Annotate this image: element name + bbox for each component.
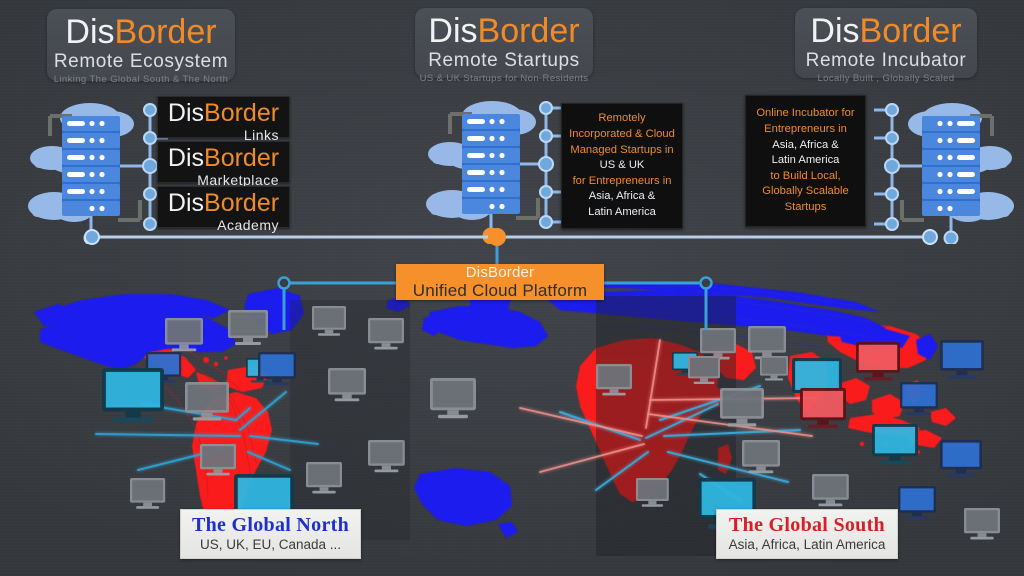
panel-line: US & UK bbox=[599, 159, 645, 172]
region-label-global-south[interactable]: The Global South Asia, Africa, Latin Ame… bbox=[716, 509, 898, 559]
server-rack-icon bbox=[62, 116, 120, 216]
wordmark-border: Border bbox=[114, 13, 217, 51]
connector-node-icon bbox=[884, 103, 959, 244]
connector-node-icon bbox=[538, 101, 554, 229]
product-card-links[interactable]: DisBorder Links bbox=[157, 96, 290, 143]
brand-wordmark-ecosystem: DisBorder bbox=[47, 13, 235, 51]
brand-plate-incubator[interactable]: DisBorder Remote Incubator Locally Built… bbox=[795, 8, 977, 84]
bracket-decor bbox=[48, 114, 142, 222]
brand-subtitle-ecosystem: Remote Ecosystem bbox=[53, 51, 229, 72]
wordmark-dis: Dis bbox=[428, 12, 478, 50]
card-wordmark-links: DisBorder bbox=[158, 97, 289, 127]
region-title-south: The Global South bbox=[729, 514, 885, 536]
card-wordmark-marketplace: DisBorder bbox=[158, 142, 289, 172]
panel-line: Incorporated & Cloud bbox=[569, 128, 675, 141]
server-rack-icon bbox=[922, 116, 980, 216]
panel-line: Online Incubator for bbox=[756, 107, 855, 120]
card-wordmark-academy: DisBorder bbox=[158, 187, 289, 217]
banner-line-1: DisBorder bbox=[465, 263, 535, 281]
panel-line: Globally Scalable bbox=[762, 185, 849, 198]
backbone-node-right-icon bbox=[922, 229, 938, 245]
card-label-academy: Academy bbox=[217, 217, 279, 233]
wordmark-dis: Dis bbox=[65, 13, 115, 51]
server-rack-icon bbox=[462, 114, 520, 214]
wordmark-dis: Dis bbox=[167, 99, 205, 127]
brand-wordmark-incubator: DisBorder bbox=[795, 12, 977, 50]
region-subtitle-north: US, UK, EU, Canada ... bbox=[199, 537, 342, 552]
brand-plate-startups[interactable]: DisBorder Remote Startups US & UK Startu… bbox=[415, 8, 593, 84]
card-label-links: Links bbox=[243, 127, 279, 143]
panel-line: to Build Local, bbox=[770, 169, 841, 182]
info-panel-incubator[interactable]: Online Incubator for Entrepreneurs in As… bbox=[745, 95, 866, 227]
region-subtitle-south: Asia, Africa, Latin America bbox=[728, 537, 886, 552]
panel-line: Latin America bbox=[771, 154, 840, 167]
brand-plate-ecosystem[interactable]: DisBorder Remote Ecosystem Linking The G… bbox=[47, 9, 235, 85]
branch-node-right-icon bbox=[699, 276, 713, 290]
wordmark-dis: Dis bbox=[167, 189, 205, 217]
product-card-marketplace[interactable]: DisBorder Marketplace bbox=[157, 141, 290, 188]
branch-node-left-icon bbox=[277, 276, 291, 290]
card-label-marketplace: Marketplace bbox=[197, 172, 279, 188]
wordmark-dis: Dis bbox=[167, 144, 205, 172]
banner-line-2: Unified Cloud Platform bbox=[412, 280, 588, 300]
server-cluster-middle bbox=[426, 101, 564, 244]
wordmark-border: Border bbox=[204, 189, 280, 217]
unified-cloud-platform-banner[interactable]: DisBorder Unified Cloud Platform bbox=[396, 264, 604, 300]
product-card-academy[interactable]: DisBorder Academy bbox=[157, 186, 290, 233]
panel-line: Asia, Africa & bbox=[588, 190, 656, 203]
server-cluster-right bbox=[874, 103, 1014, 244]
backbone-node-center-icon bbox=[488, 228, 506, 246]
panel-line: Asia, Africa & bbox=[772, 138, 839, 151]
brand-tagline-incubator: Locally Built , Globally Scaled bbox=[817, 73, 955, 84]
panel-line: Remotely bbox=[598, 112, 646, 125]
panel-line: Startups bbox=[784, 200, 827, 213]
panel-line: Latin America bbox=[588, 205, 656, 218]
info-panel-startups[interactable]: Remotely Incorporated & Cloud Managed St… bbox=[561, 103, 683, 229]
wordmark-border: Border bbox=[204, 99, 280, 127]
brand-subtitle-startups: Remote Startups bbox=[428, 50, 580, 71]
wordmark-border: Border bbox=[204, 144, 280, 172]
brand-subtitle-incubator: Remote Incubator bbox=[805, 50, 967, 71]
wordmark-border: Border bbox=[477, 12, 580, 50]
brand-wordmark-startups: DisBorder bbox=[415, 12, 593, 50]
region-label-global-north[interactable]: The Global North US, UK, EU, Canada ... bbox=[180, 509, 361, 559]
panel-line: for Entrepreneurs in bbox=[572, 174, 672, 187]
region-title-north: The Global North bbox=[191, 514, 350, 536]
panel-line: Managed Startups in bbox=[570, 143, 674, 156]
brand-tagline-ecosystem: Linking The Global South & The North bbox=[53, 74, 229, 85]
brand-tagline-startups: US & UK Startups for Non-Residents bbox=[419, 73, 589, 84]
wordmark-dis: Dis bbox=[810, 12, 860, 50]
backbone-node-left-icon bbox=[84, 229, 100, 245]
wordmark-border: Border bbox=[859, 12, 962, 50]
panel-line: Entrepreneurs in bbox=[764, 123, 847, 136]
